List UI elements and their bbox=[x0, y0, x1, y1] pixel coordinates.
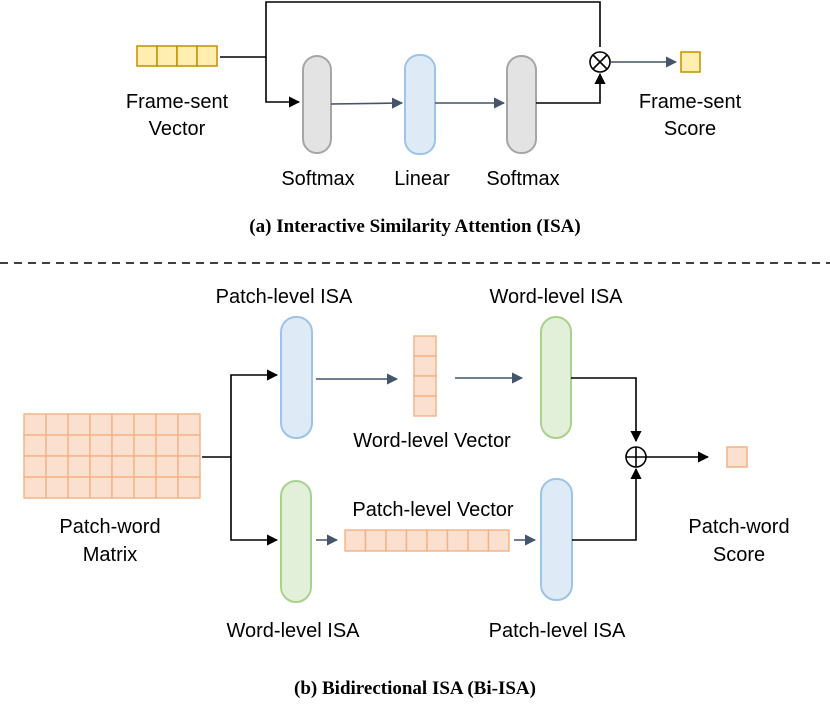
matrix-cell bbox=[67, 413, 91, 436]
linear-label: Linear bbox=[394, 168, 450, 190]
bottom-left-isa-label: Word-level ISA bbox=[226, 620, 360, 642]
top-patch-level-isa-block bbox=[280, 316, 313, 439]
matrix-cell bbox=[155, 476, 179, 499]
matrix-cell bbox=[89, 476, 113, 499]
caption-a: (a) Interactive Similarity Attention (IS… bbox=[249, 216, 580, 237]
matrix-cell bbox=[177, 476, 201, 499]
matrix-cell bbox=[89, 413, 113, 436]
frame-sent-score-cell bbox=[680, 51, 701, 73]
word-level-vector-label: Word-level Vector bbox=[353, 430, 511, 452]
matrix-cell bbox=[133, 413, 157, 436]
patch-word-score-label-line1: Patch-word bbox=[688, 516, 789, 538]
matrix-cell bbox=[67, 455, 91, 478]
patch-word-matrix-label-line1: Patch-word bbox=[59, 516, 160, 538]
matrix-cell bbox=[23, 434, 47, 457]
matrix-to-bottom-branch bbox=[230, 457, 279, 546]
top-word-level-isa-block bbox=[540, 316, 572, 439]
matrix-cell bbox=[177, 413, 201, 436]
patch-vector-cell bbox=[487, 529, 510, 552]
softmax-to-multiply-arrow bbox=[536, 72, 606, 104]
bottom-word-level-isa-block bbox=[280, 480, 312, 603]
matrix-cell bbox=[133, 434, 157, 457]
softmax-to-linear-arrow bbox=[330, 97, 404, 109]
top-right-isa-label: Word-level ISA bbox=[489, 286, 623, 308]
bottom-right-isa-label: Patch-level ISA bbox=[489, 620, 626, 642]
softmax-right-label: Softmax bbox=[486, 168, 559, 190]
matrix-cell bbox=[155, 434, 179, 457]
top-isa-to-add-arrow bbox=[571, 377, 642, 443]
patch-vector-cell bbox=[344, 529, 367, 552]
softmax-left-block bbox=[302, 55, 332, 154]
patch-vector-cell bbox=[426, 529, 449, 552]
add-operator-icon bbox=[625, 446, 647, 468]
matrix-cell bbox=[177, 455, 201, 478]
matrix-cell bbox=[111, 476, 135, 499]
bottom-patch-level-isa-block bbox=[540, 478, 573, 601]
matrix-cell bbox=[155, 455, 179, 478]
patch-level-vector bbox=[344, 529, 510, 552]
matrix-split-connector bbox=[202, 369, 279, 458]
frame-sent-score-label-line2: Score bbox=[664, 118, 716, 140]
matrix-cell bbox=[45, 434, 69, 457]
patch-vector-cell bbox=[364, 529, 387, 552]
matrix-cell bbox=[133, 455, 157, 478]
matrix-cell bbox=[23, 455, 47, 478]
matrix-cell bbox=[23, 476, 47, 499]
frame-sent-vector bbox=[136, 45, 218, 67]
frame-sent-vector-label-line1: Frame-sent bbox=[126, 91, 229, 113]
linear-block bbox=[404, 54, 436, 155]
matrix-cell bbox=[45, 455, 69, 478]
patch-vector-cell bbox=[385, 529, 408, 552]
patch-word-score-label-line2: Score bbox=[713, 544, 765, 566]
matrix-cell bbox=[111, 413, 135, 436]
multiply-operator-icon bbox=[589, 51, 611, 73]
matrix-cell bbox=[89, 455, 113, 478]
vector-to-softmax-arrow bbox=[265, 57, 301, 108]
caption-b: (b) Bidirectional ISA (Bi-ISA) bbox=[294, 678, 536, 699]
patch-vector-cell bbox=[446, 529, 469, 552]
matrix-cell bbox=[133, 476, 157, 499]
vector-connector bbox=[220, 1, 601, 58]
patch-word-matrix-label-line2: Matrix bbox=[83, 544, 137, 566]
patch-level-vector-label: Patch-level Vector bbox=[352, 499, 514, 521]
matrix-cell bbox=[177, 434, 201, 457]
matrix-cell bbox=[23, 413, 47, 436]
patch-vector-cell bbox=[405, 529, 428, 552]
softmax-right-block bbox=[506, 55, 537, 154]
softmax-left-label: Softmax bbox=[281, 168, 354, 190]
part-a-isa: Frame-sent Vector Frame-sent Score Softm… bbox=[126, 1, 742, 237]
matrix-cell bbox=[155, 413, 179, 436]
patch-word-matrix bbox=[23, 413, 201, 499]
word-level-vector bbox=[413, 335, 437, 417]
frame-sent-score-label-line1: Frame-sent bbox=[639, 91, 742, 113]
part-b-bi-isa: Patch-word Matrix Patch-level ISA Word-l… bbox=[23, 286, 790, 699]
top-left-isa-label: Patch-level ISA bbox=[216, 286, 353, 308]
matrix-cell bbox=[67, 476, 91, 499]
patch-vector-cell bbox=[467, 529, 490, 552]
matrix-cell bbox=[111, 434, 135, 457]
matrix-cell bbox=[89, 434, 113, 457]
matrix-cell bbox=[45, 476, 69, 499]
matrix-cell bbox=[67, 434, 91, 457]
matrix-cell bbox=[45, 413, 69, 436]
matrix-cell bbox=[111, 455, 135, 478]
frame-sent-vector-label-line2: Vector bbox=[149, 118, 206, 140]
bottom-isa-to-add-arrow bbox=[572, 467, 642, 541]
patch-word-score-cell bbox=[726, 446, 748, 468]
